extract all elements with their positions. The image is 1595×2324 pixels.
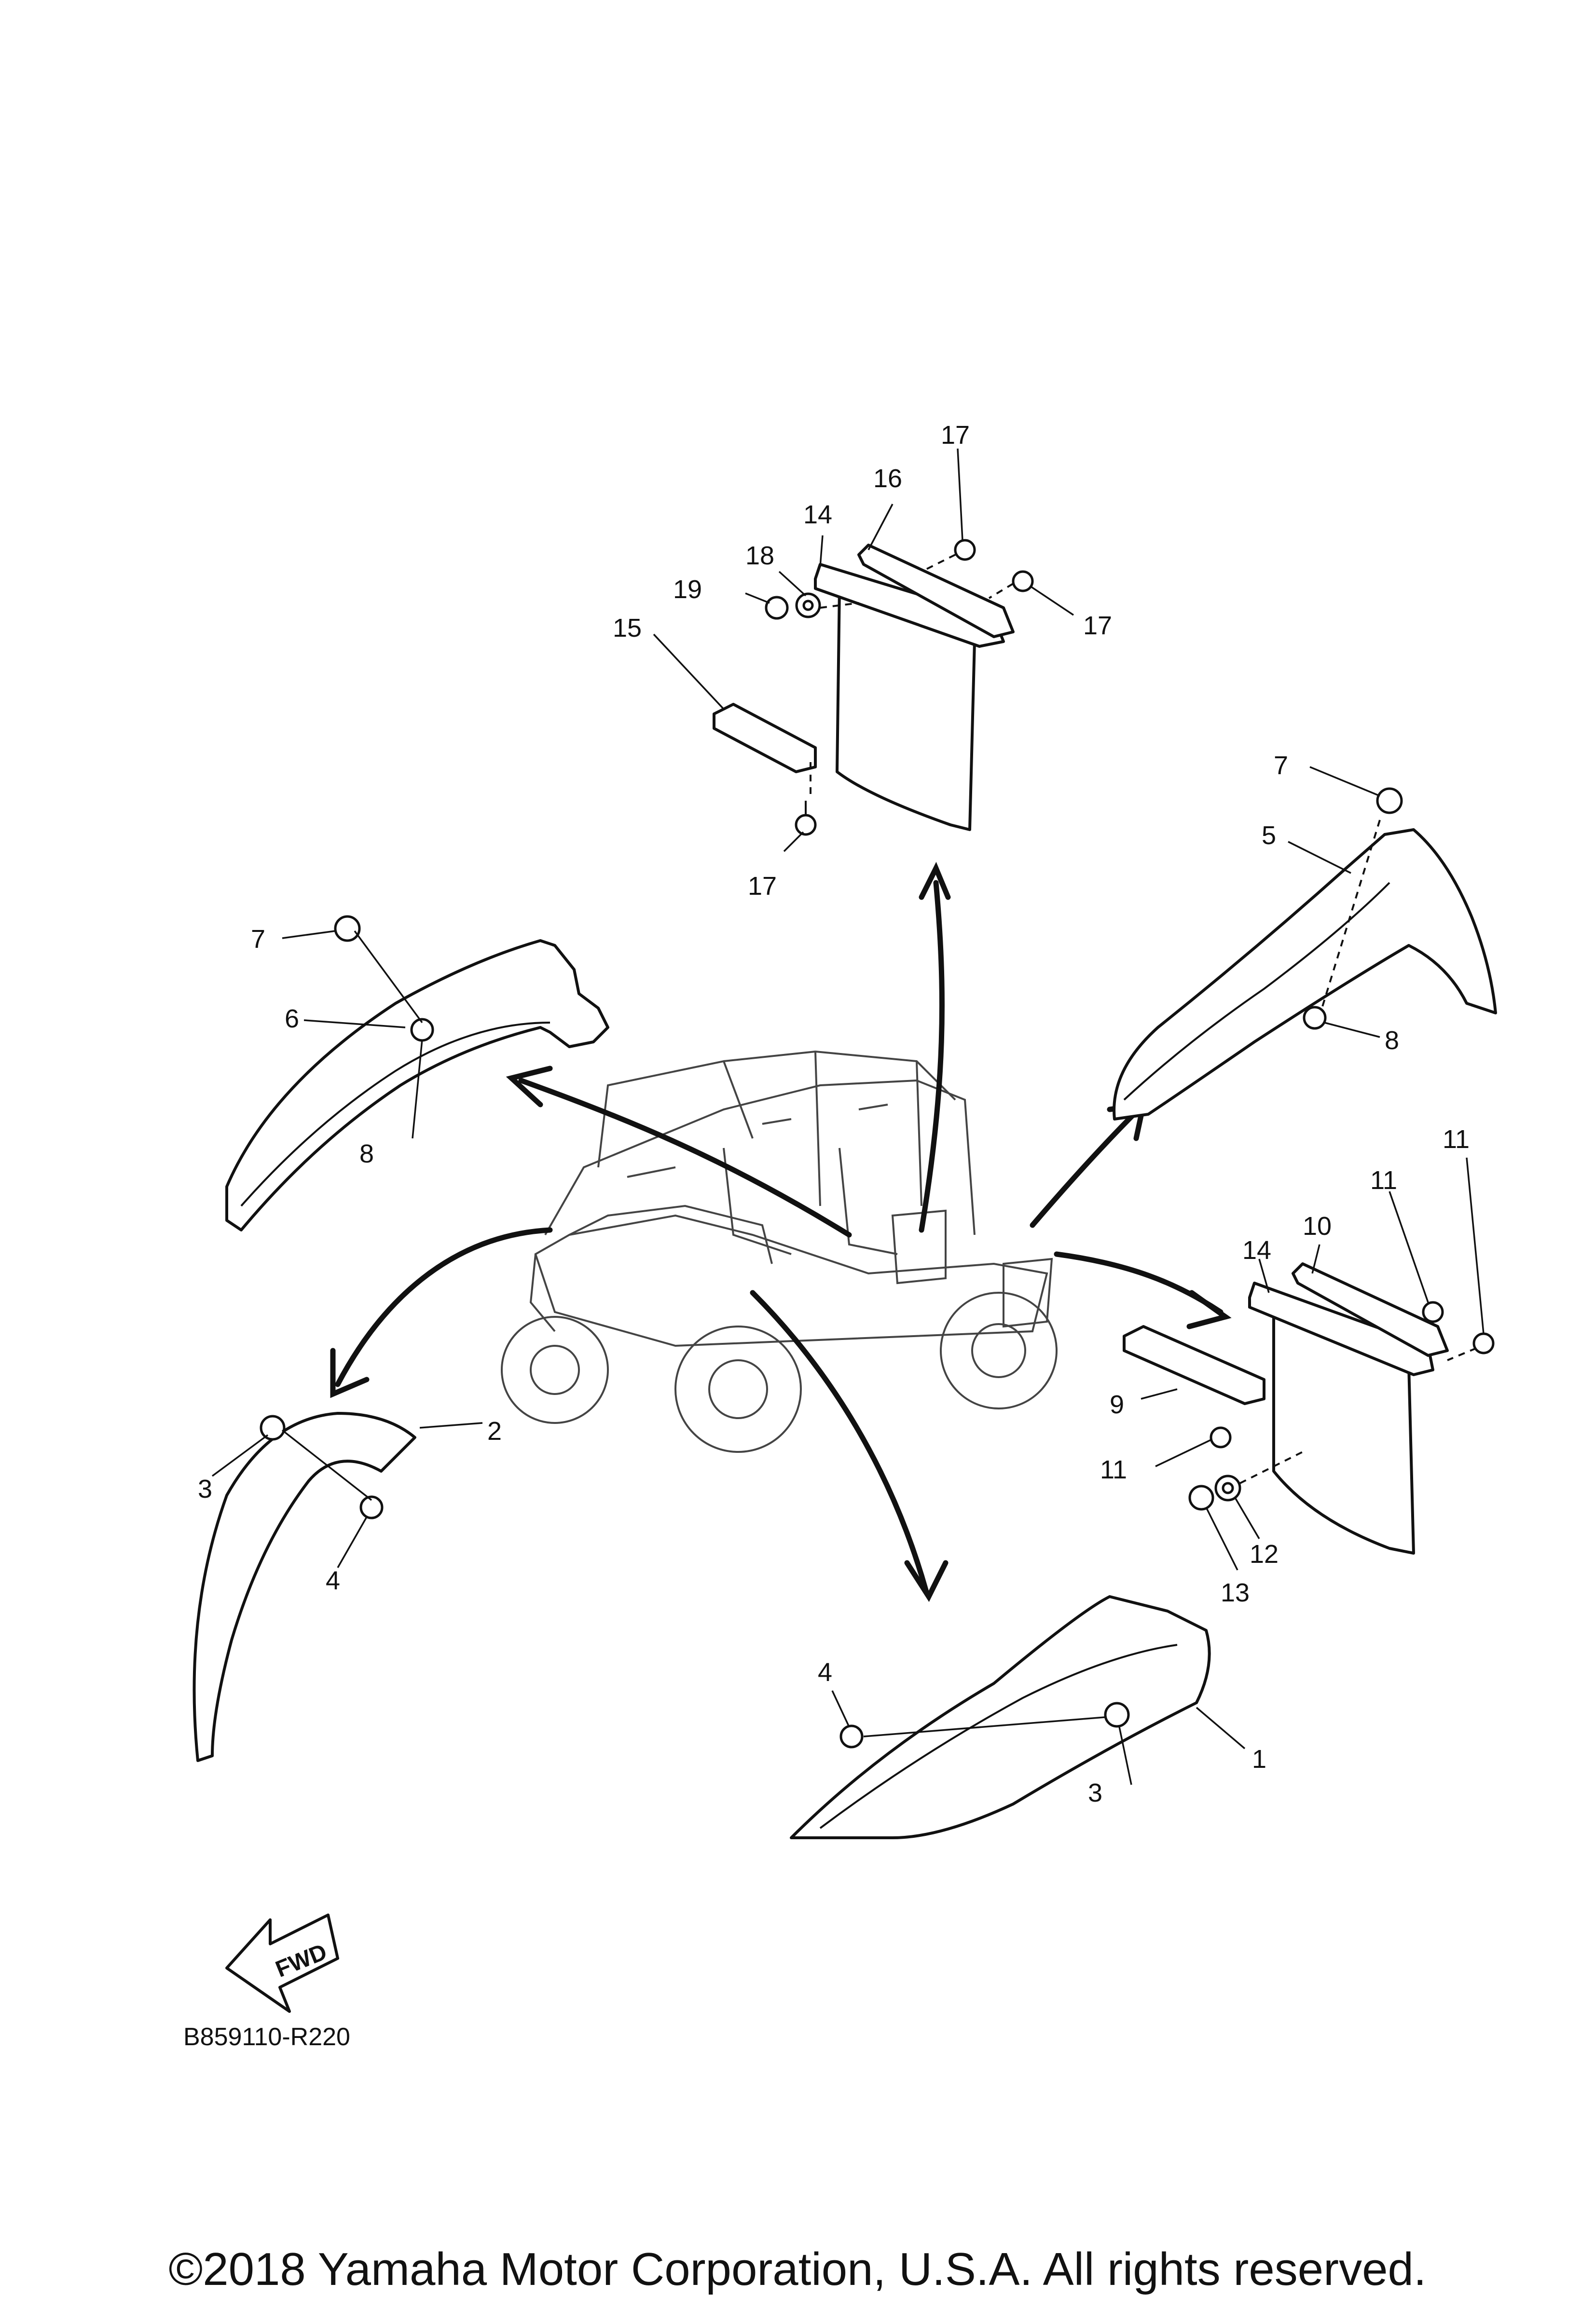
- callout-8-left: 8: [359, 1139, 374, 1168]
- arrow-to-front-left-fender: [335, 1227, 553, 1387]
- callout-18: 18: [745, 541, 774, 570]
- callout-11-a: 11: [1370, 1166, 1397, 1195]
- bolt-11-a: [1422, 1301, 1444, 1323]
- callout-14-top: 14: [803, 500, 832, 529]
- front-left-fender-assembly: [192, 1412, 416, 1762]
- copyright-notice: ©2018 Yamaha Motor Corporation, U.S.A. A…: [168, 2243, 1427, 2295]
- arrow-head: [904, 1560, 949, 1602]
- bracket-14-center: [1248, 1282, 1434, 1376]
- arrow-to-front-right-fender: [750, 1290, 929, 1595]
- callout-5: 5: [1262, 821, 1276, 850]
- bolt-3-right: [1104, 1702, 1130, 1728]
- bracket-15: [713, 703, 817, 773]
- bracket-16: [857, 544, 1015, 638]
- callout-3-left: 3: [198, 1475, 212, 1504]
- bolt-11-b: [1472, 1332, 1495, 1354]
- callout-11-b: 11: [1443, 1125, 1470, 1154]
- nut-4-left: [359, 1495, 384, 1519]
- fender-6: [225, 939, 609, 1231]
- arrow-to-center-mudflap: [1054, 1251, 1224, 1315]
- callout-8-right: 8: [1385, 1026, 1399, 1055]
- callout-7-left: 7: [251, 925, 265, 954]
- callout-labels: 1 2 3 3 4 4 5 6 7 7 8 8 9 10 11 11 11 12…: [198, 421, 1470, 1807]
- vehicle-illustration: [501, 1050, 1058, 1453]
- callout-4-left: 4: [326, 1566, 340, 1595]
- nut-13: [1188, 1485, 1214, 1511]
- fender-2: [192, 1412, 416, 1762]
- callout-1: 1: [1252, 1745, 1266, 1774]
- rear-mudflap-assembly: [713, 539, 1034, 836]
- callout-16: 16: [873, 464, 902, 493]
- callout-12: 12: [1250, 1540, 1279, 1569]
- callout-4-right: 4: [818, 1658, 832, 1687]
- callout-14-center: 14: [1242, 1236, 1271, 1265]
- bolt-17-a: [954, 539, 976, 561]
- nut-4-right: [839, 1724, 864, 1749]
- fender-5: [1113, 828, 1497, 1121]
- bracket-9: [1123, 1325, 1265, 1405]
- callout-10: 10: [1303, 1212, 1332, 1241]
- arrow-head: [330, 1348, 370, 1398]
- callout-3-right: 3: [1088, 1778, 1102, 1807]
- diagram-code: B859110-R220: [183, 2023, 350, 2051]
- bolt-11-c: [1210, 1426, 1232, 1449]
- arrow-head: [506, 1066, 553, 1107]
- rear-left-fender-assembly: [225, 915, 609, 1231]
- callout-15: 15: [613, 614, 642, 643]
- mudflap-center: [1272, 1301, 1415, 1555]
- arrow-to-rear-right-fender: [1030, 1107, 1141, 1228]
- fwd-arrow-icon: FWD: [225, 1914, 339, 2013]
- bracket-10: [1292, 1262, 1449, 1357]
- arrow-to-rear-mudflap: [919, 880, 945, 1233]
- callout-6: 6: [285, 1004, 299, 1033]
- callout-19: 19: [673, 575, 702, 604]
- bolt-17-b: [1012, 570, 1034, 592]
- bolt-17-c: [795, 814, 817, 836]
- arrow-head: [1186, 1290, 1232, 1329]
- fender-1: [790, 1595, 1211, 1839]
- callout-7-right: 7: [1274, 751, 1288, 780]
- bolt-7-left: [334, 915, 361, 942]
- callout-17-a: 17: [941, 421, 970, 450]
- callout-9: 9: [1110, 1390, 1124, 1419]
- nut-19: [765, 596, 789, 620]
- bolt-3-left: [260, 1415, 286, 1441]
- nut-8-right: [1303, 1006, 1327, 1030]
- callout-17-b: 17: [1083, 611, 1112, 640]
- callout-13: 13: [1221, 1578, 1250, 1607]
- callout-17-c: 17: [748, 872, 777, 901]
- callout-2: 2: [487, 1417, 502, 1446]
- callout-leaders: [211, 448, 1485, 1785]
- callout-11-c: 11: [1100, 1455, 1127, 1484]
- mudflap-top: [836, 587, 976, 831]
- bolt-7-right: [1376, 787, 1403, 814]
- rear-right-fender-assembly: [1113, 787, 1497, 1121]
- front-right-fender-assembly: [790, 1595, 1211, 1839]
- center-mudflap-assembly: [1123, 1262, 1495, 1555]
- pointer-arrows: [330, 861, 1232, 1602]
- arrow-to-rear-left-fender: [518, 1078, 852, 1238]
- arrow-head: [919, 861, 951, 900]
